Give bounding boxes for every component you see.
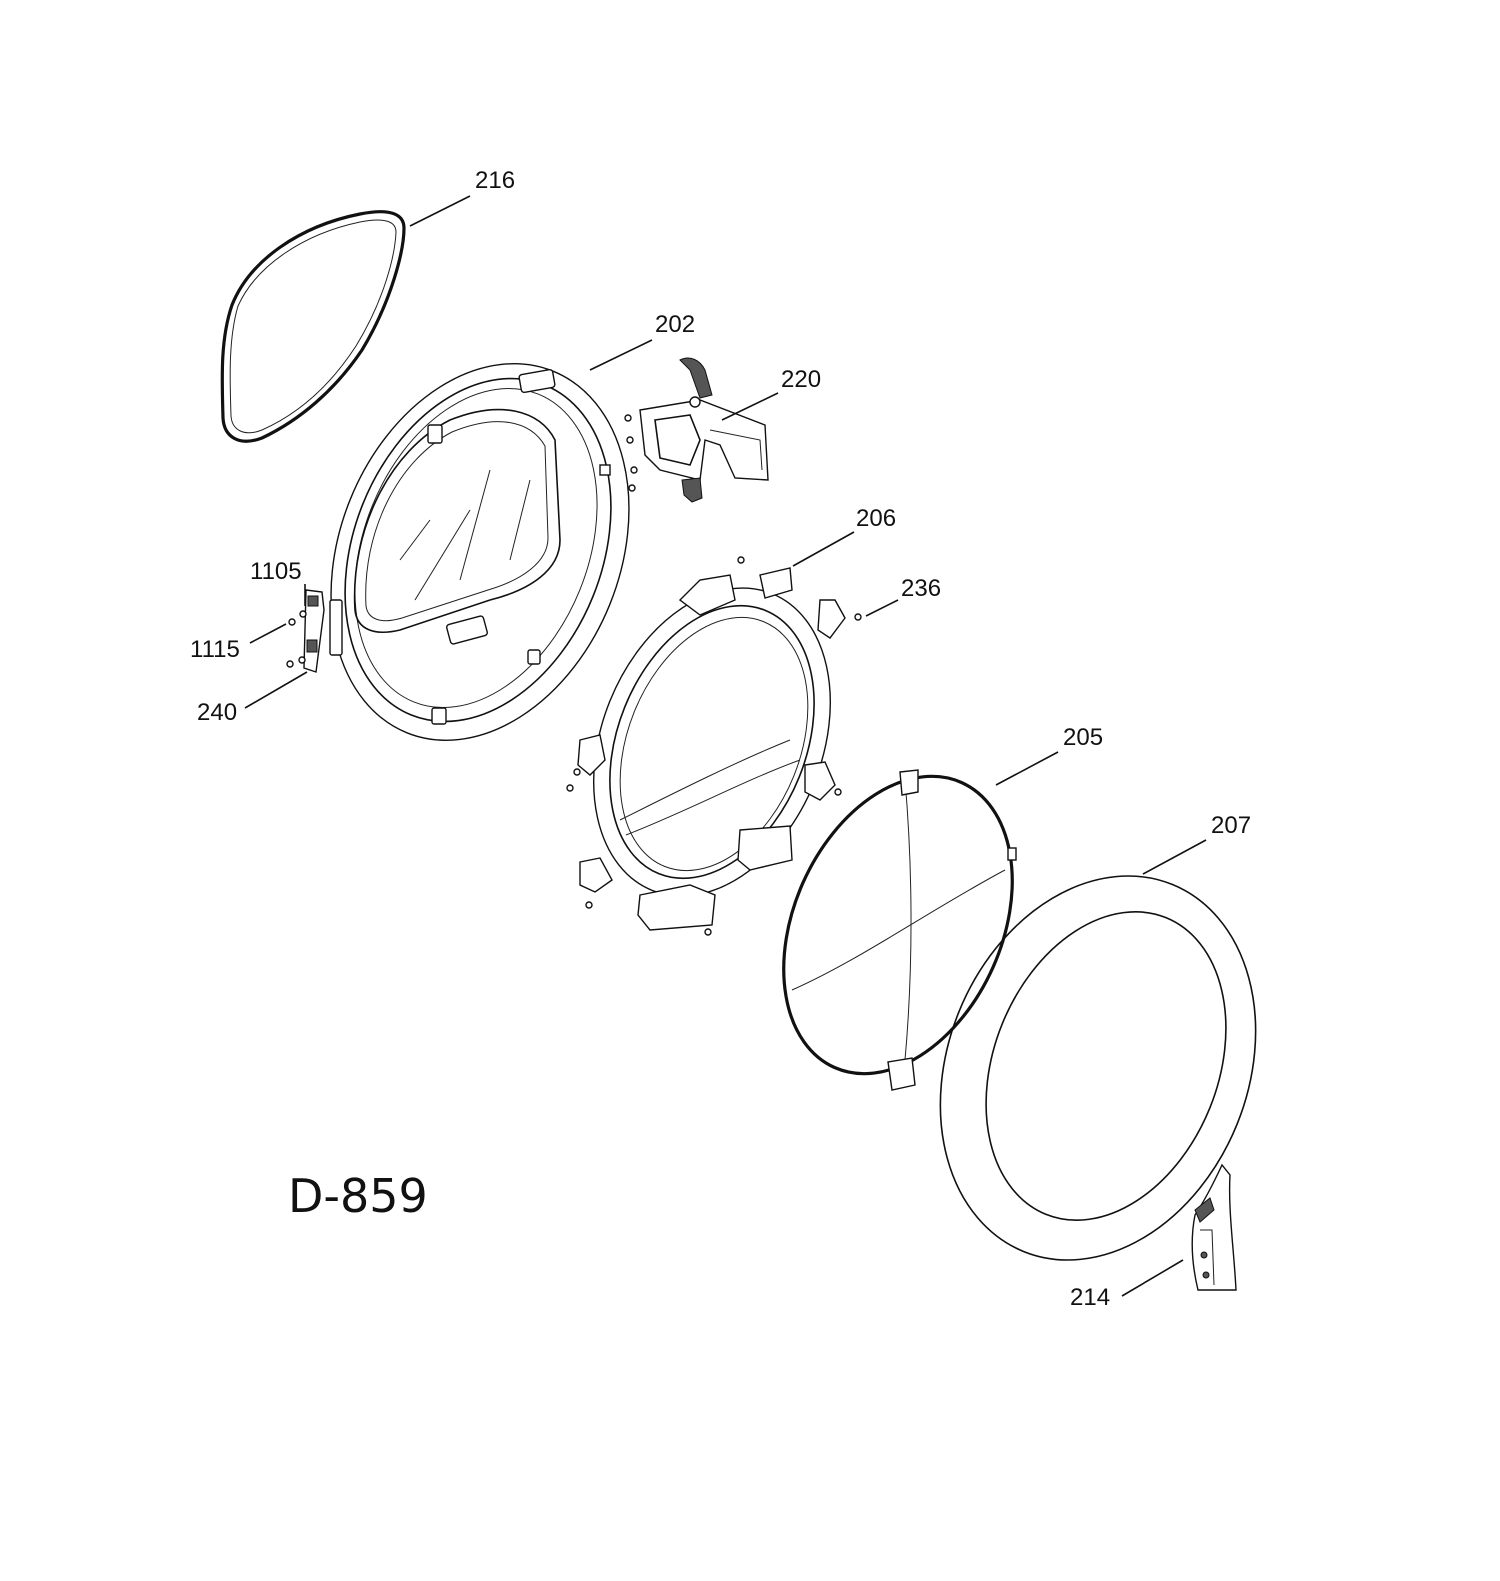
diagram-code-label: D-859 <box>288 1169 428 1223</box>
callout-207: 207 <box>1211 812 1251 839</box>
part-1115-latch-screw[interactable] <box>288 610 307 626</box>
callout-220: 220 <box>781 366 821 393</box>
callout-214: 214 <box>1070 1284 1110 1311</box>
callout-236: 236 <box>901 575 941 602</box>
part-206-door-ring-bracket[interactable] <box>550 552 874 936</box>
part-205-glass-ring[interactable] <box>740 740 1057 1110</box>
callout-206: 206 <box>856 505 896 532</box>
part-220-door-hinge[interactable] <box>639 357 769 503</box>
part-214-door-handle[interactable] <box>1191 1163 1237 1291</box>
part-216-door-gasket[interactable] <box>220 210 406 443</box>
part-240-latch-screw[interactable] <box>286 656 306 668</box>
callout-1105: 1105 <box>250 558 302 585</box>
leader-lines <box>244 195 1207 1297</box>
callout-202: 202 <box>655 311 695 338</box>
part-202-door-inner-frame[interactable] <box>277 319 683 785</box>
callout-240: 240 <box>197 699 237 726</box>
callout-1115: 1115 <box>190 636 240 663</box>
callout-labels: 216 202 220 206 236 1105 1115 240 205 20… <box>190 167 1251 1311</box>
callout-205: 205 <box>1063 724 1103 751</box>
part-1105-latch-plate[interactable] <box>303 589 325 673</box>
callout-216: 216 <box>475 167 515 194</box>
part-207-door-outer-bezel[interactable] <box>885 828 1311 1308</box>
